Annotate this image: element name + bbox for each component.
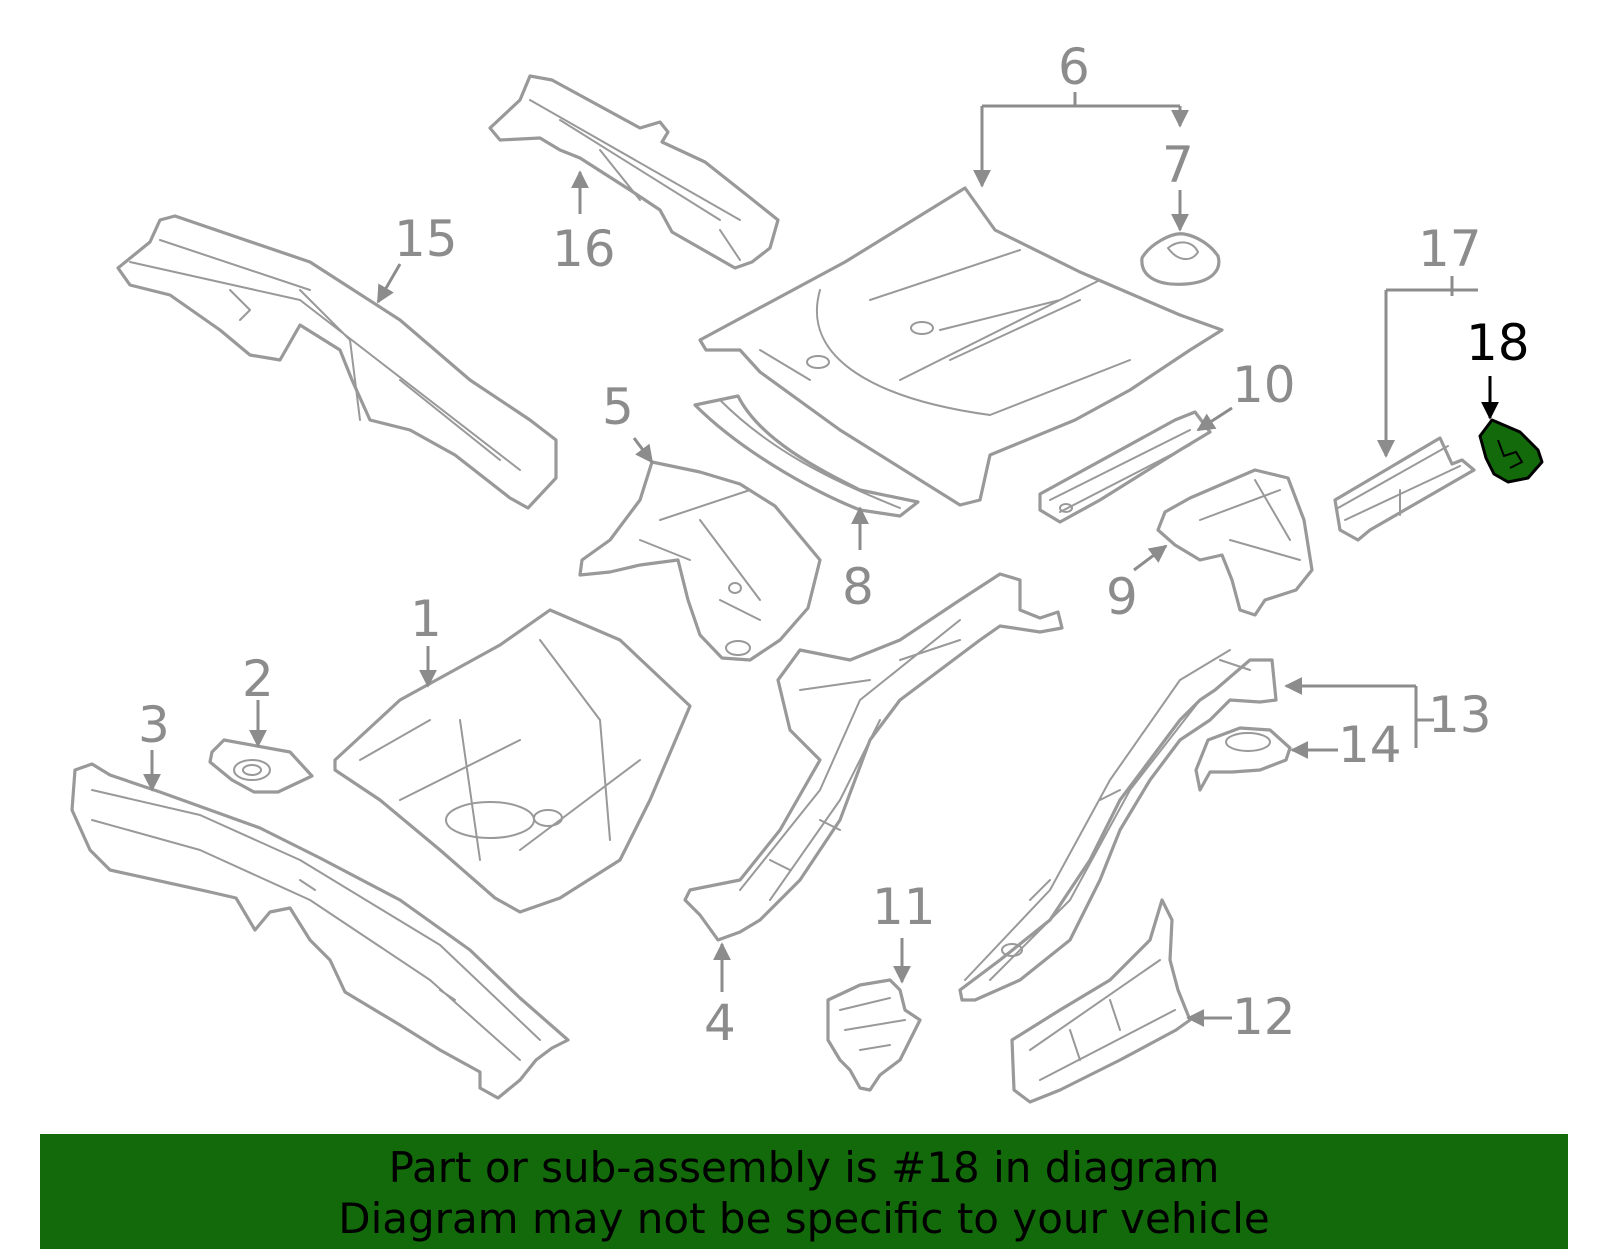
callout-12: 12 <box>1232 988 1296 1046</box>
part-10-channel <box>1038 410 1212 524</box>
callout-7: 7 <box>1162 136 1194 194</box>
part-9-bracket <box>1156 468 1314 617</box>
caption-banner: Part or sub-assembly is #18 in diagram D… <box>40 1134 1568 1249</box>
leader-lines <box>143 92 1499 1027</box>
callout-16: 16 <box>552 220 616 278</box>
callout-14: 14 <box>1338 716 1402 774</box>
callout-17: 17 <box>1418 220 1482 278</box>
part-2-cap <box>208 738 314 794</box>
part-3-side-sill <box>70 762 570 1100</box>
callout-13: 13 <box>1428 686 1492 744</box>
caption-line-2: Diagram may not be specific to your vehi… <box>338 1194 1270 1243</box>
part-16-cross-member <box>488 74 780 270</box>
callout-5: 5 <box>602 378 634 436</box>
part-17-extension <box>1333 436 1476 542</box>
part-7-plug <box>1140 232 1221 286</box>
part-14-spring-seat <box>1194 726 1292 792</box>
part-5-gusset <box>578 460 822 662</box>
callout-9: 9 <box>1106 568 1138 626</box>
part-11-bracket <box>826 978 922 1092</box>
callout-15: 15 <box>394 210 458 268</box>
part-15-side-rail <box>116 214 558 510</box>
part-1-floor-section <box>333 608 692 914</box>
part-4-inner-wheelhouse <box>683 572 1064 942</box>
callout-1: 1 <box>410 590 442 648</box>
callout-labels: 6 7 15 16 17 18 10 5 8 9 1 2 3 13 14 11 … <box>138 38 1530 1052</box>
part-6-rear-floor-pan <box>698 186 1224 507</box>
callout-6: 6 <box>1058 38 1090 96</box>
part-8-reinforcement <box>693 394 920 518</box>
callout-8: 8 <box>842 558 874 616</box>
part-12-extension <box>1010 898 1192 1104</box>
callout-10: 10 <box>1232 356 1296 414</box>
caption-line-1: Part or sub-assembly is #18 in diagram <box>388 1143 1220 1192</box>
part-18-bracket-highlighted[interactable] <box>1478 418 1544 484</box>
part-13-outer-wheelhouse <box>958 649 1278 1002</box>
callout-4: 4 <box>704 994 736 1052</box>
callout-11: 11 <box>872 878 936 936</box>
callout-2: 2 <box>242 650 274 708</box>
callout-18: 18 <box>1466 314 1530 372</box>
callout-3: 3 <box>138 696 170 754</box>
